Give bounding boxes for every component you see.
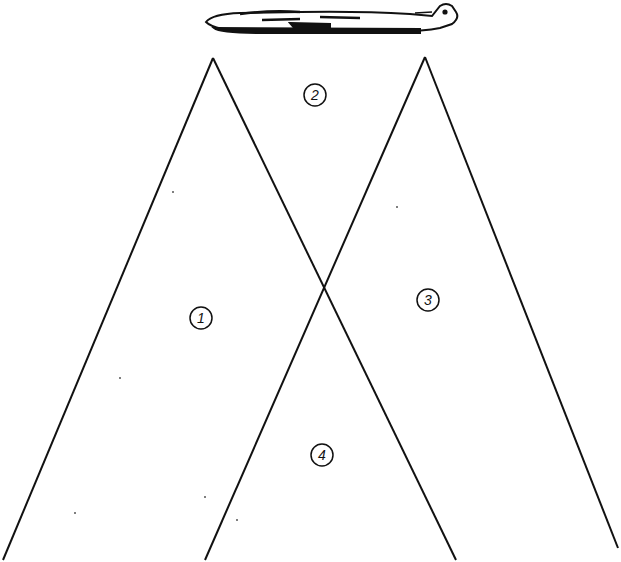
callout-number: 1 <box>190 307 212 329</box>
callout-number: 2 <box>304 84 326 106</box>
aircraft <box>206 4 457 33</box>
callout-circles <box>190 84 439 466</box>
callout-number: 4 <box>311 444 333 466</box>
beam-lines <box>3 57 618 560</box>
specks <box>74 191 398 521</box>
callout-number: 3 <box>417 289 439 311</box>
